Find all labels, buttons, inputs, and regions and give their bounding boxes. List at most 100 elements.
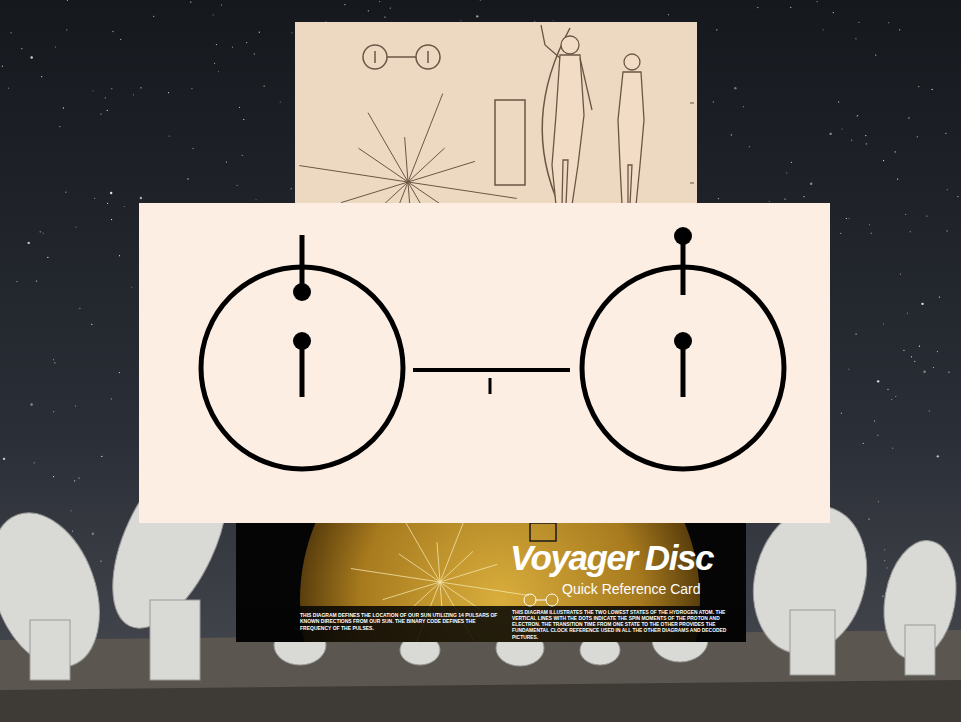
star	[40, 231, 41, 232]
spacecraft-outline	[495, 100, 525, 185]
star	[28, 242, 30, 244]
star	[917, 136, 918, 137]
star	[877, 435, 878, 436]
star	[168, 92, 169, 93]
pulsar-ray	[341, 182, 408, 203]
star	[131, 287, 132, 288]
star	[945, 133, 946, 134]
star	[668, 14, 669, 15]
pulsar-ray	[399, 554, 440, 582]
man-head	[561, 36, 579, 54]
star	[863, 443, 864, 444]
star	[36, 280, 37, 281]
star	[895, 151, 896, 152]
star	[226, 161, 227, 162]
pulsar-ray	[408, 148, 445, 182]
pulsar-ray	[358, 148, 408, 182]
star	[838, 101, 839, 102]
ground-shadow	[0, 680, 961, 722]
star	[280, 101, 281, 102]
hydrogen-circle	[524, 594, 536, 606]
star	[254, 53, 255, 54]
hydrogen-circle	[546, 594, 558, 606]
man-arm	[580, 58, 592, 110]
card-note: THIS DIAGRAM DEFINES THE LOCATION OF OUR…	[300, 612, 500, 631]
star	[939, 296, 940, 297]
star	[111, 88, 112, 89]
star	[882, 596, 883, 597]
hydrogen-state-circle	[201, 267, 403, 469]
star	[786, 172, 787, 173]
star	[841, 128, 842, 129]
pulsar-ray	[440, 564, 497, 582]
star	[379, 1, 380, 2]
star	[948, 372, 949, 373]
proton-dot	[674, 332, 692, 350]
star	[30, 403, 32, 405]
star	[817, 1, 818, 2]
star	[291, 32, 292, 33]
star	[713, 101, 714, 102]
star	[868, 518, 869, 519]
pulsar-ray	[437, 542, 440, 582]
star	[921, 303, 923, 305]
star	[59, 126, 60, 127]
spin-line	[374, 51, 376, 63]
pulsar-ray	[440, 582, 529, 595]
hydrogen-circle	[416, 45, 440, 69]
star	[855, 333, 856, 334]
star	[857, 115, 858, 116]
star	[833, 12, 834, 13]
hydrogen-link	[387, 56, 416, 58]
star	[101, 456, 102, 457]
pulsar-ray	[368, 113, 408, 182]
star	[120, 39, 121, 40]
antenna-mount	[150, 600, 200, 680]
star	[63, 107, 64, 108]
hydrogen-circle	[363, 45, 387, 69]
star	[480, 0, 481, 1]
pulsar-ray	[408, 94, 443, 182]
star	[875, 54, 876, 55]
star	[848, 369, 849, 370]
star	[169, 136, 170, 137]
star	[888, 22, 889, 23]
star	[8, 88, 9, 89]
star	[94, 198, 95, 199]
star	[259, 32, 260, 33]
star	[932, 89, 933, 90]
star	[919, 346, 920, 347]
panel-ground	[139, 203, 830, 523]
star	[947, 189, 948, 190]
hydrogen-state-circle	[582, 267, 784, 469]
star	[734, 87, 736, 89]
tick	[690, 103, 694, 104]
star	[892, 448, 893, 449]
star	[111, 219, 112, 220]
star	[30, 56, 32, 58]
star	[899, 29, 900, 30]
star	[124, 206, 125, 207]
star	[53, 411, 54, 412]
star	[10, 32, 11, 33]
star	[855, 38, 856, 39]
star	[255, 199, 256, 200]
star	[133, 94, 134, 95]
star	[784, 199, 785, 200]
star	[869, 224, 870, 225]
card-text-band	[236, 606, 746, 642]
star	[92, 533, 94, 535]
star	[213, 14, 214, 15]
star	[21, 48, 22, 49]
plaque-ground	[295, 22, 697, 207]
star	[897, 178, 898, 179]
star	[757, 7, 758, 8]
star	[221, 4, 222, 5]
star	[78, 478, 79, 479]
star	[100, 561, 101, 562]
star	[957, 196, 958, 197]
antenna-dish	[0, 498, 119, 683]
pulsar-ray	[405, 137, 408, 182]
star	[140, 87, 141, 88]
transition-line	[413, 368, 570, 372]
